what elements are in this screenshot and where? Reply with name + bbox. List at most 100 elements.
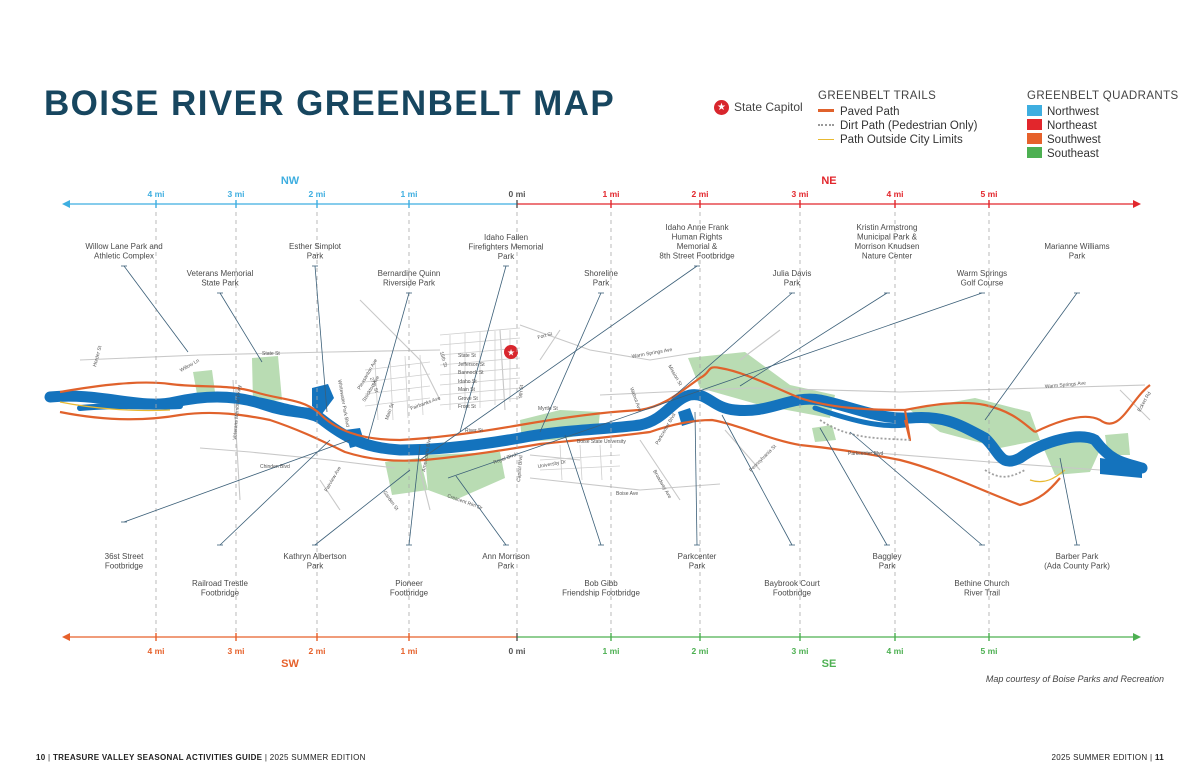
footer-right: 2025 SUMMER EDITION | 11 [1051,753,1164,762]
top-place-label-line: Golf Course [961,279,1004,288]
bottom-place-label-line: Park [307,562,324,571]
bottom-place-label-line: Kathryn Albertson [283,552,346,561]
top-place-label-line: Julia Davis [773,269,812,278]
street-label: Crescent Rim Dr [446,493,483,511]
legend-item-northeast: Northeast [1027,119,1179,133]
street-label: Main St [458,387,476,393]
top-scale-tick-label: 3 mi [791,189,808,199]
top-place-label-line: Esther Simplot [289,242,342,251]
bottom-scale-tick-label: 1 mi [400,646,417,656]
street-label: Jefferson St [458,362,485,368]
top-place-label-line: Human Rights [672,233,723,242]
legend-item-outside: Path Outside City Limits [818,133,977,147]
top-scale-tick-label: 0 mi [508,189,525,199]
page-title: BOISE RIVER GREENBELT MAP [44,84,616,123]
bottom-place-label-leader [849,431,983,546]
street-label: Walnut Ave [628,387,642,413]
footer-left: 10 | TREASURE VALLEY SEASONAL ACTIVITIES… [36,753,366,762]
legend-label: Dirt Path (Pedestrian Only) [840,120,978,132]
top-scale-tick-label: 2 mi [308,189,325,199]
bottom-scale-dir-left: SW [281,658,299,670]
page-number-left: 10 [36,753,46,762]
top-place-label-line: Park [593,279,610,288]
street-label: Main St [384,402,396,421]
top-place-label-line: Kristin Armstrong [857,223,918,232]
dirt-path-swatch [818,124,834,126]
bottom-scale-tick-label: 3 mi [227,646,244,656]
bottom-place-label-leader [819,427,888,546]
bottom-place-label-line: Friendship Footbridge [562,589,640,598]
street-label: Willow Ln [179,358,201,374]
capitol-star-icon: ★ [714,100,729,116]
street-label: Warm Springs Ave [631,347,673,360]
southeast-swatch [1027,147,1042,158]
bottom-scale-tick-label: 2 mi [691,646,708,656]
bottom-scale-tick-label: 3 mi [791,646,808,656]
edition-right: 2025 SUMMER EDITION [1051,753,1148,762]
bottom-place-label-leader [564,434,602,546]
street-label: River St [465,428,483,434]
outside-path-swatch [818,139,834,140]
paved-paths [59,366,1151,507]
northeast-swatch [1027,119,1042,130]
top-place-label-line: State Park [201,279,239,288]
top-scale-tick-label: 2 mi [691,189,708,199]
top-place-label-leader [671,292,793,399]
bottom-place-label-leader [408,444,421,546]
legend-label: Northeast [1047,120,1097,132]
top-scale-tick-label: 4 mi [147,189,164,199]
bottom-place-label-leader [219,439,331,546]
top-place-label-line: Idaho Anne Frank [665,223,729,232]
guide-title: TREASURE VALLEY SEASONAL ACTIVITIES GUID… [52,753,263,762]
top-place-label-leader [419,265,698,461]
map-credit: Map courtesy of Boise Parks and Recreati… [985,674,1164,684]
street-label: Eckert Rd [1137,391,1153,413]
street-label: State St [262,351,280,357]
top-scale-tick-label: 1 mi [602,189,619,199]
street-label: Veterans Memorial Pkwy [232,384,243,440]
bottom-place-label-line: Footbridge [105,562,144,571]
svg-text:★: ★ [507,348,515,358]
top-place-label-line: Park [307,252,324,261]
legend-label: Path Outside City Limits [840,134,963,146]
top-place-label-line: Idaho Fallen [484,233,528,242]
bottom-scale-tick-label: 4 mi [147,646,164,656]
top-place-label-line: Morrison Knudsen [855,242,920,251]
park-baggley [812,425,836,442]
street-label: 27th St [368,377,379,395]
bottom-place-label-line: Barber Park [1056,552,1100,561]
bottom-place-label-line: Park [498,562,515,571]
bottom-place-label-leader [123,439,351,523]
edition-left: 2025 SUMMER EDITION [269,753,366,762]
bottom-place-label-line: Park [689,562,706,571]
legend-item-northwest: Northwest [1027,105,1179,119]
legend-label: Southeast [1047,148,1099,160]
street-label: Whitewater Park Blvd [336,379,350,427]
street-label: Horder St [92,345,103,368]
quadrants-legend-heading: GREENBELT QUADRANTS [1027,90,1179,102]
capitol-marker: ★ [504,345,518,359]
top-place-label-line: Nature Center [862,252,913,261]
top-place-label-line: Marianne Williams [1044,242,1109,251]
top-place-label-line: Park [784,279,801,288]
pond-esther-simplot [312,384,334,414]
top-place-label-line: Memorial & [677,242,718,251]
bottom-place-label-line: Footbridge [201,589,240,598]
top-place-label-line: Park [498,252,515,261]
top-scale-dir-left: NW [281,175,300,187]
street-label: Pennsylvania St [748,443,778,473]
street-label: Boise Ave [616,491,638,497]
top-place-label-leader [314,265,328,413]
street-label: Parkcenter Blvd [848,451,884,457]
street-label: Grove St [458,396,478,402]
park-ann-morrison [425,452,505,500]
street-label: State St [458,353,476,359]
